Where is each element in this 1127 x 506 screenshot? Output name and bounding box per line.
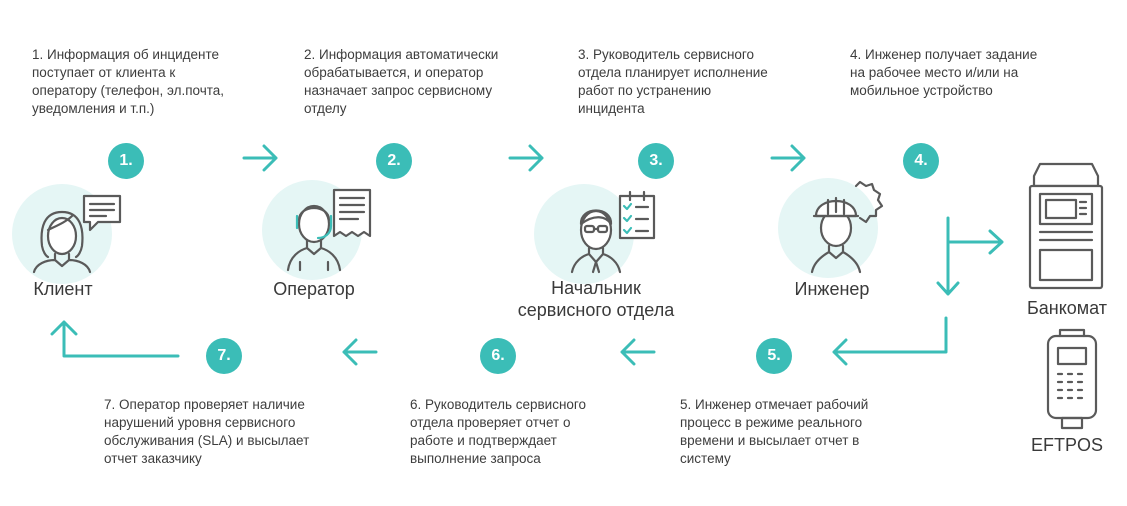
arrow-7-1 [50,320,180,358]
client-label: Клиент [33,279,93,299]
arrow-5-6 [620,338,656,366]
arrow-1-2 [242,144,278,172]
manager-icon [570,190,656,274]
step-1-badge: 1. [108,143,144,179]
step-4-badge: 4. [903,143,939,179]
arrow-4-devices [936,216,1004,296]
arrow-6-7 [342,338,378,366]
engineer-label: Инженер [794,279,870,299]
arrow-2-3 [508,144,544,172]
step-3-text: 3. Руководитель сервисного отдела планир… [578,47,768,116]
eftpos-label: EFTPOS [1030,435,1103,455]
engineer-icon [810,180,884,274]
step-5-badge: 5. [756,338,792,374]
step-5-text: 5. Инженер отмечает рабочий процесс в ре… [680,397,869,466]
step-6-text: 6. Руководитель сервисного отдела провер… [410,397,587,466]
arrow-3-4 [770,144,806,172]
manager-label: Начальник сервисного отдела [517,278,675,320]
step-2-text: 2. Информация автоматически обрабатывает… [304,47,499,116]
arrow-devices-5 [832,316,948,366]
operator-icon [286,188,372,272]
operator-label: Оператор [273,279,355,299]
step-3-badge: 3. [638,143,674,179]
client-icon [32,194,122,274]
step-2-badge: 2. [376,143,412,179]
step-6-badge: 6. [480,338,516,374]
step-1-text: 1. Информация об инциденте поступает от … [32,47,225,116]
atm-icon [1028,162,1104,290]
eftpos-icon [1046,328,1098,430]
step-7-badge: 7. [206,338,242,374]
step-7-text: 7. Оператор проверяет наличие нарушений … [104,397,310,466]
atm-label: Банкомат [1026,298,1108,318]
step-4-text: 4. Инженер получает задание на рабочее м… [850,47,1038,98]
